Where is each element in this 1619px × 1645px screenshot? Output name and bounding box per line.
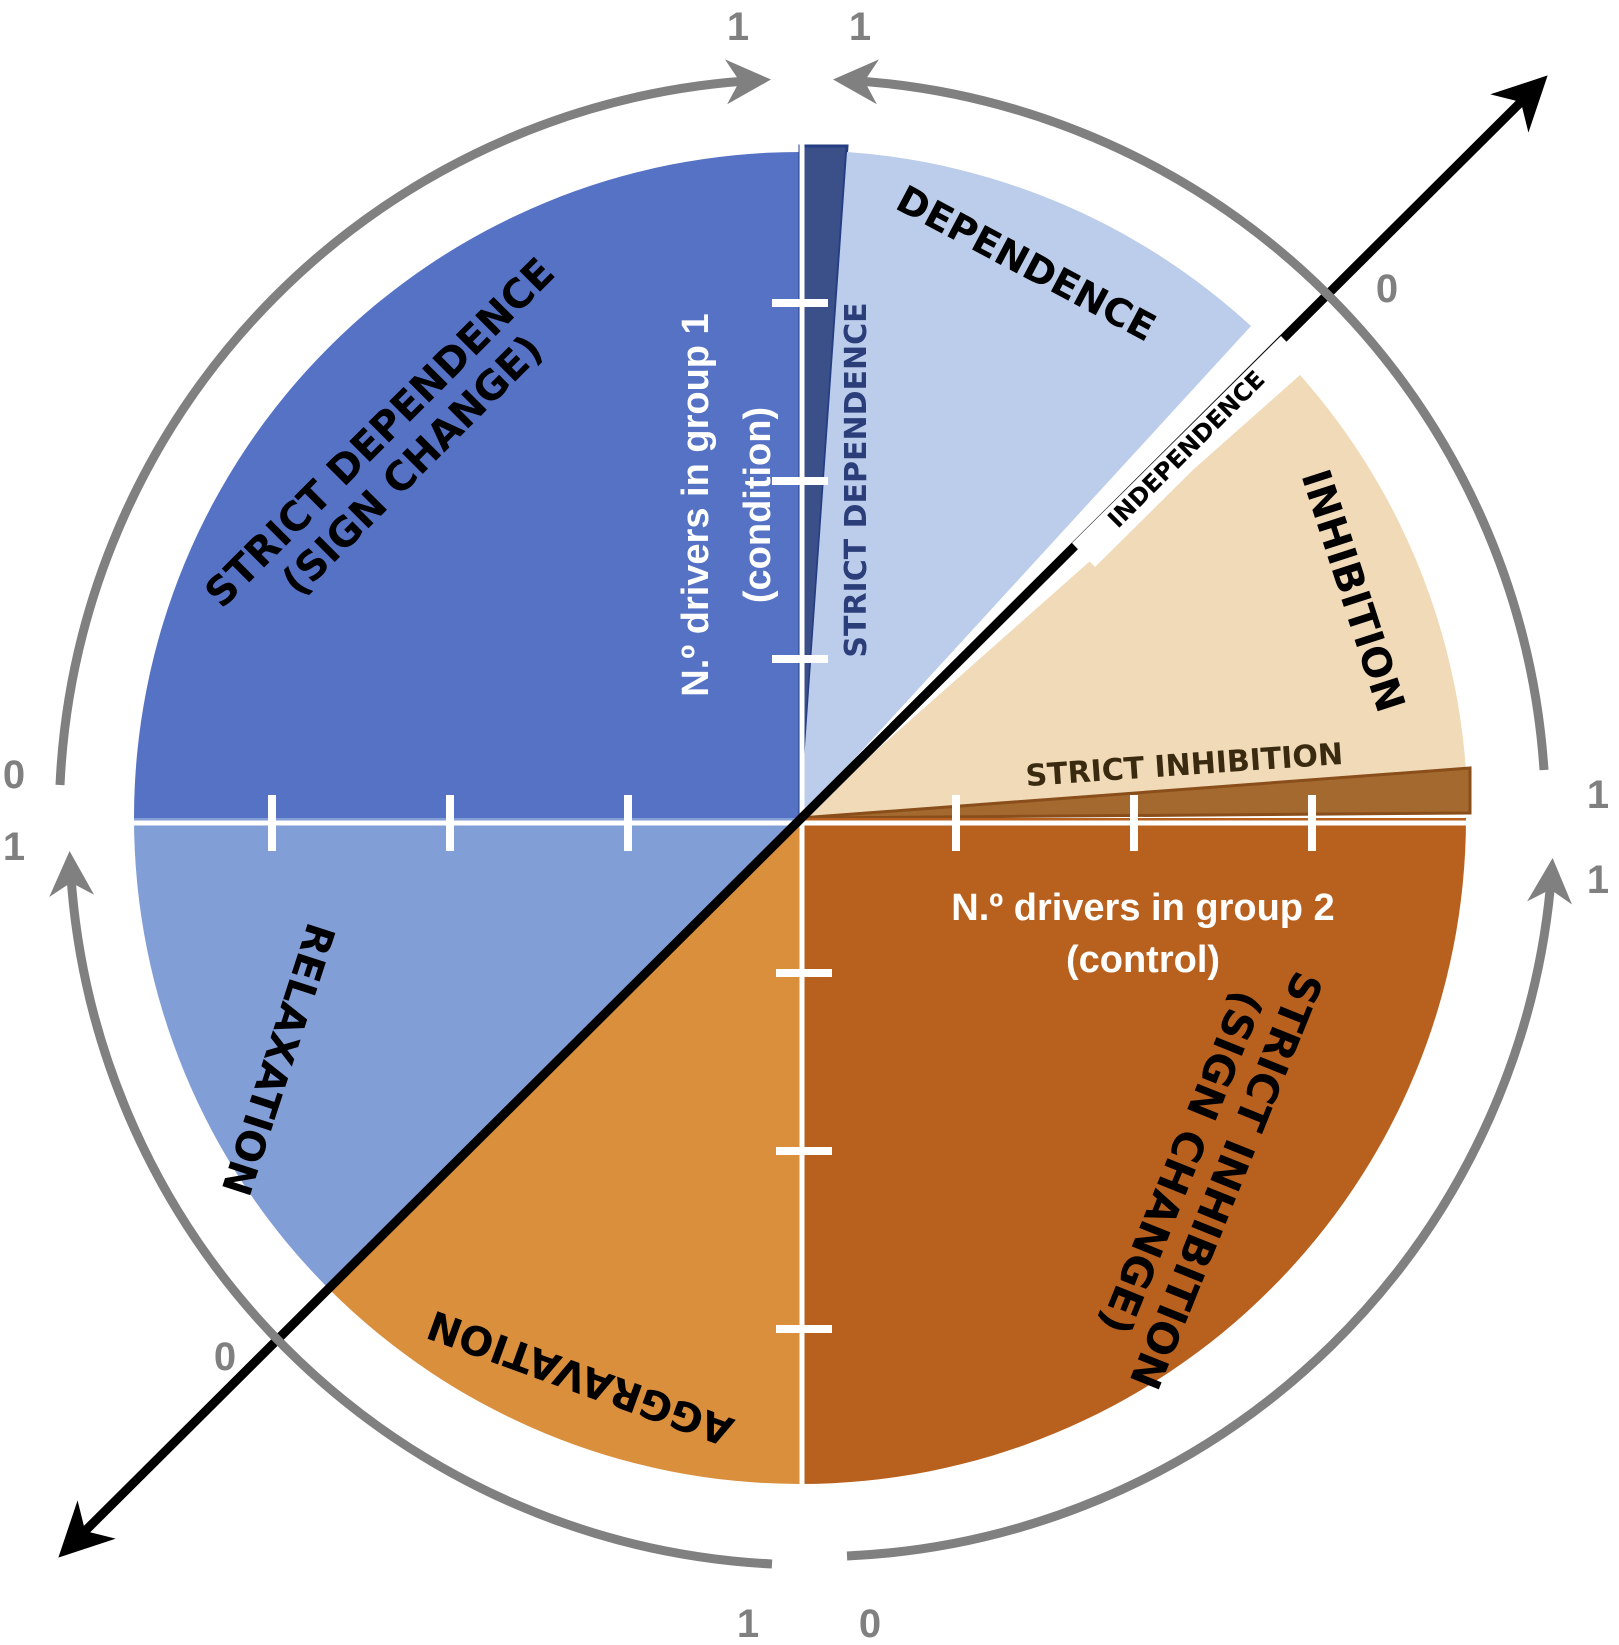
axis-title-group2-line2: (control) bbox=[1066, 939, 1220, 981]
scale-label-top-left: 1 bbox=[727, 5, 749, 49]
ring-arrow-top-left bbox=[55, 59, 771, 786]
scale-label-bottom-right: 0 bbox=[859, 1602, 881, 1645]
ring-arrow-top-right bbox=[833, 59, 1549, 771]
axis-title-group1-line2: (condition) bbox=[737, 407, 779, 603]
scale-label-right-lower: 1 bbox=[1587, 858, 1609, 902]
ring-arrows bbox=[49, 59, 1572, 1569]
diagonal-independence-arrow bbox=[58, 75, 1548, 1558]
axis-title-group2-line1: N.º drivers in group 2 bbox=[951, 887, 1334, 929]
independence-band bbox=[1072, 336, 1304, 567]
ring-arrow-bottom-right bbox=[846, 858, 1572, 1561]
axis-title-group1: N.º drivers in group 1 (condition) bbox=[675, 313, 779, 696]
scale-label-top-right: 1 bbox=[849, 5, 871, 49]
label-strict-dependence: STRICT DEPENDENCE bbox=[839, 302, 874, 657]
scale-label-bottom-left: 1 bbox=[737, 1602, 759, 1645]
scale-label-right-upper: 1 bbox=[1587, 773, 1609, 817]
scale-label-left-lower: 1 bbox=[3, 825, 25, 869]
scale-label-diag-lower: 0 bbox=[214, 1335, 236, 1379]
ring-arrow-bottom-left bbox=[49, 851, 773, 1569]
axis-title-group1-line1: N.º drivers in group 1 bbox=[675, 313, 717, 696]
scale-label-left-upper: 0 bbox=[3, 753, 25, 797]
scale-label-diag-upper: 0 bbox=[1376, 267, 1398, 311]
